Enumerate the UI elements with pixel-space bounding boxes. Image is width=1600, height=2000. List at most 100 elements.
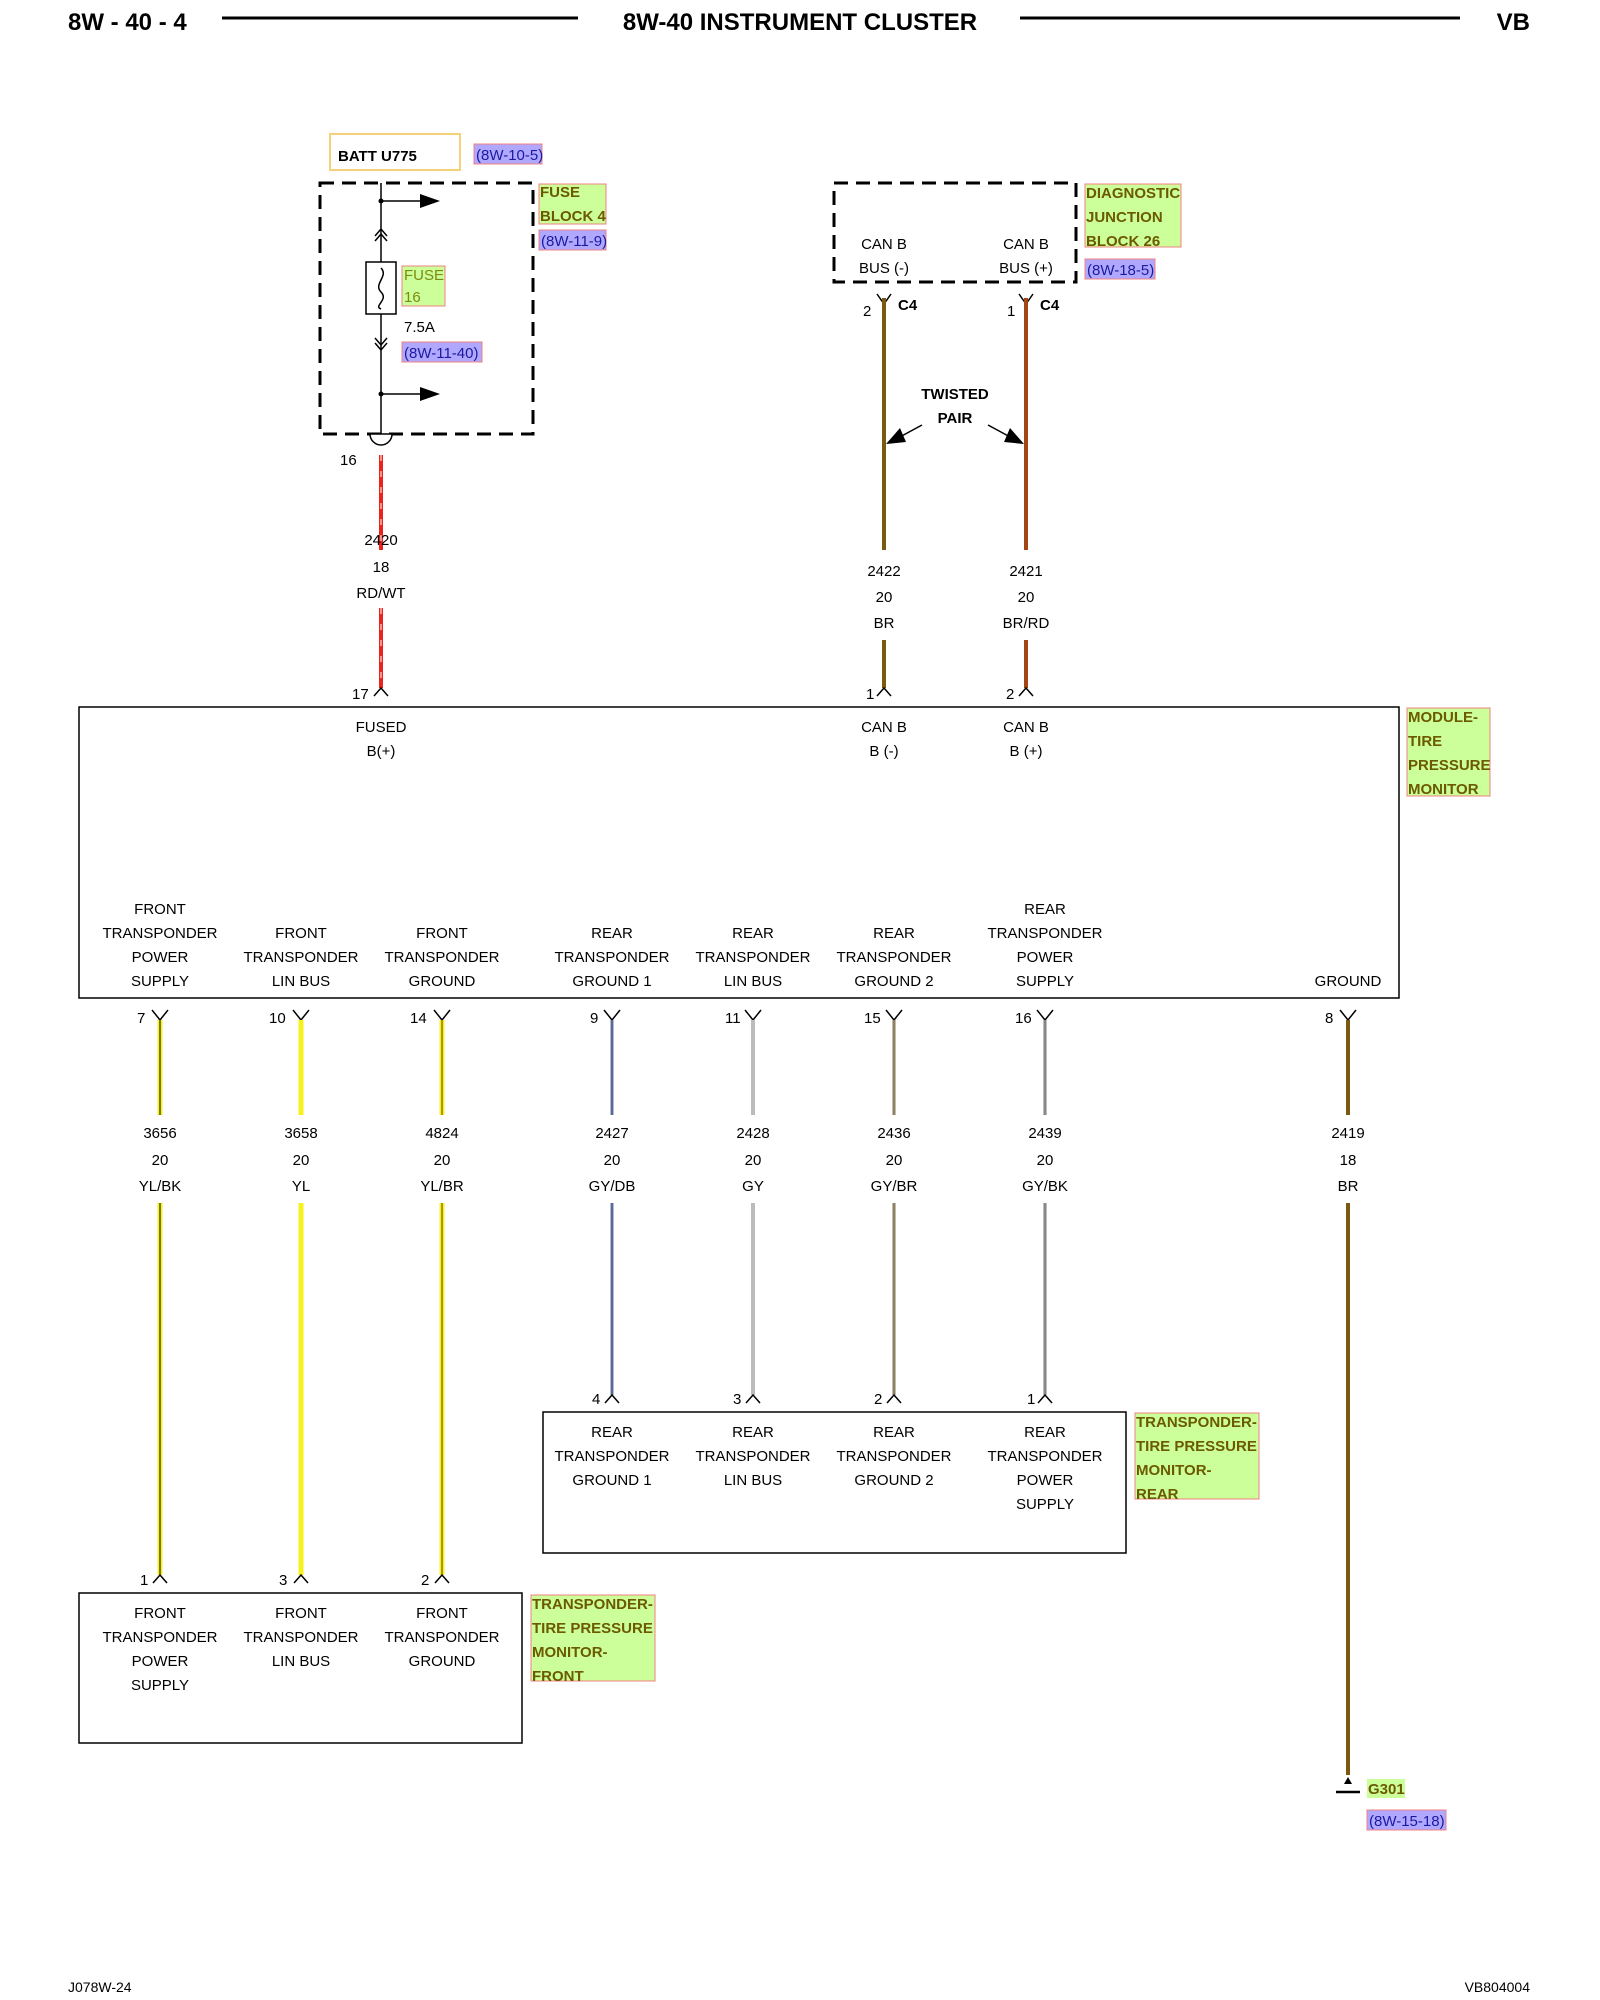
- pin-label: REAR: [732, 925, 774, 942]
- connector-chevron-icon: [152, 1573, 168, 1584]
- pin-label: TRANSPONDER: [836, 949, 951, 966]
- page-footer: J078W-24 VB804004: [68, 1979, 1530, 1995]
- wire-color: GY: [742, 1178, 764, 1195]
- rear-transponder-box: [542, 1411, 1127, 1554]
- fuse-block-outline: [318, 181, 535, 436]
- batt-ref[interactable]: (8W-10-5): [476, 147, 543, 164]
- ground-ref-badge[interactable]: [1366, 1809, 1447, 1831]
- fuse-tag[interactable]: [401, 265, 446, 307]
- fuse-label-l2: 16: [404, 289, 421, 306]
- pin-label: FRONT: [134, 901, 186, 918]
- fuse-block-ref[interactable]: (8W-11-9): [541, 233, 607, 250]
- rear-transponder-label-l3: MONITOR-: [1136, 1462, 1212, 1479]
- tpm-module-tag[interactable]: [1406, 707, 1491, 797]
- pin-number: 4: [592, 1391, 600, 1408]
- pin-label: FRONT: [275, 925, 327, 942]
- front-transponder-label-l1: TRANSPONDER-: [532, 1596, 653, 1613]
- wire-color: BR: [1338, 1178, 1359, 1195]
- rear-transponder-label-l4: REAR: [1136, 1486, 1179, 1503]
- pin-label: REAR: [591, 925, 633, 942]
- footer-right: VB804004: [1465, 1979, 1531, 1995]
- splice-arrow-icon: [420, 387, 440, 401]
- pin-label: TRANSPONDER: [695, 949, 810, 966]
- pin-label: REAR: [873, 925, 915, 942]
- pin-label: POWER: [1017, 1472, 1074, 1489]
- tpm-module-label-l4: MONITOR: [1408, 781, 1479, 798]
- tpm-module-label-l2: TIRE: [1408, 733, 1442, 750]
- wire-color: YL/BK: [139, 1178, 182, 1195]
- page-title: 8W-40 INSTRUMENT CLUSTER: [623, 9, 977, 36]
- ground-ref[interactable]: (8W-15-18): [1369, 1813, 1445, 1830]
- wire-circuit: 2420: [364, 532, 397, 549]
- pin-label: TRANSPONDER: [243, 1629, 358, 1646]
- fuse-ref[interactable]: (8W-11-40): [404, 345, 478, 362]
- wire-gauge: 18: [1340, 1152, 1357, 1169]
- fuse-block-ref-badge[interactable]: [538, 229, 607, 251]
- wire-gauge: 20: [1018, 589, 1035, 606]
- pin-number: 9: [590, 1010, 598, 1027]
- front-transponder-tag[interactable]: [530, 1594, 656, 1682]
- page-header: 8W - 40 - 4 8W-40 INSTRUMENT CLUSTER VB: [68, 9, 1530, 36]
- tpm-module-label-l1: MODULE-: [1408, 709, 1478, 726]
- pin-label: LIN BUS: [272, 973, 330, 990]
- connector-chevron-icon: [1036, 1009, 1054, 1022]
- connector-chevron-icon: [1339, 1009, 1357, 1022]
- pin-label: FUSED: [356, 719, 407, 736]
- c4-pin-pos: 1: [1007, 303, 1015, 320]
- batt-source-label: BATT U775: [338, 148, 417, 165]
- tpm-module: MODULE- TIRE PRESSURE MONITOR 17 FUSED B…: [78, 686, 1491, 999]
- wire-color: GY/DB: [589, 1178, 636, 1195]
- pin-label: GROUND 2: [854, 1472, 933, 1489]
- connector-chevron-icon: [603, 1009, 621, 1022]
- pin-number: 10: [269, 1010, 286, 1027]
- pin-label: SUPPLY: [131, 973, 189, 990]
- pin-label: GROUND 1: [572, 1472, 651, 1489]
- pin-number: 8: [1325, 1010, 1333, 1027]
- pin-number: 16: [1015, 1010, 1032, 1027]
- wire-circuit: 2436: [877, 1125, 910, 1142]
- c4-pin-neg: 2: [863, 303, 871, 320]
- pin-label: REAR: [873, 1424, 915, 1441]
- rear-transponder-label-l1: TRANSPONDER-: [1136, 1414, 1257, 1431]
- pin-label: POWER: [1017, 949, 1074, 966]
- batt-ref-badge[interactable]: [473, 143, 543, 165]
- ground-tag[interactable]: [1367, 1779, 1405, 1798]
- rear-transponder-label-l2: TIRE PRESSURE: [1136, 1438, 1257, 1455]
- djb-tag[interactable]: [1084, 183, 1182, 248]
- connector-chevron-icon: [744, 1009, 762, 1022]
- pin-number: 2: [421, 1572, 429, 1589]
- connector-chevron-icon: [1037, 1393, 1053, 1404]
- connector-chevron-icon: [885, 1009, 903, 1022]
- connector-chevron-icon: [434, 1573, 450, 1584]
- wire-gauge: 20: [604, 1152, 621, 1169]
- fuse-ref-badge[interactable]: [401, 341, 483, 363]
- pin-label: TRANSPONDER: [102, 925, 217, 942]
- connector-chevron-icon: [293, 1573, 309, 1584]
- fuse-block-tag[interactable]: [538, 183, 607, 225]
- pin-label: GROUND 2: [854, 973, 933, 990]
- connector-chevron-icon: [886, 1393, 902, 1404]
- djb-ref[interactable]: (8W-18-5): [1087, 262, 1154, 279]
- pin-label: LIN BUS: [272, 1653, 330, 1670]
- wire-gauge: 20: [886, 1152, 903, 1169]
- djb-ref-badge[interactable]: [1084, 258, 1156, 280]
- djb-label-l2: JUNCTION: [1086, 209, 1163, 226]
- wire-circuit: 3658: [284, 1125, 317, 1142]
- pin-label: B(+): [367, 743, 396, 760]
- fuse-icon: [365, 261, 397, 315]
- front-transponder-label-l4: FRONT: [532, 1668, 584, 1685]
- pin-label: FRONT: [416, 925, 468, 942]
- pin-label: GROUND 1: [572, 973, 651, 990]
- djb-pin-pos-l1: CAN B: [1003, 236, 1049, 253]
- fuse-block: BATT U775 (8W-10-5) FUSE BLOCK 4 (8W-11-…: [318, 133, 607, 469]
- rear-transponder-tag[interactable]: [1134, 1412, 1260, 1500]
- pin-label: LIN BUS: [724, 973, 782, 990]
- pin-number: 7: [137, 1010, 145, 1027]
- wire-color: BR/RD: [1003, 615, 1050, 632]
- pin-label: GROUND: [409, 973, 476, 990]
- front-transponder-label-l3: MONITOR-: [532, 1644, 608, 1661]
- djb-label-l1: DIAGNOSTIC: [1086, 185, 1180, 202]
- wire-gauge: 20: [152, 1152, 169, 1169]
- batt-source-box: [329, 133, 461, 171]
